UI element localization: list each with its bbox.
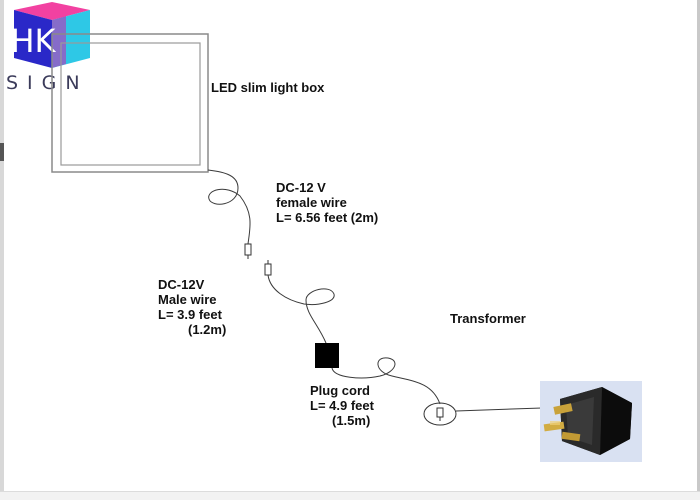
transformer-box xyxy=(315,343,339,368)
label-male-wire-line1: DC-12V xyxy=(158,277,205,292)
label-female-wire-line1: DC-12 V xyxy=(276,180,326,195)
label-transformer: Transformer xyxy=(450,311,526,326)
plug-cord xyxy=(331,357,441,405)
female-connector xyxy=(244,243,252,259)
male-connector xyxy=(264,260,272,276)
label-plug-cord-line3: (1.5m) xyxy=(332,413,371,428)
label-plug-cord-line2: L= 4.9 feet xyxy=(310,398,374,413)
label-male-wire-line4: (1.2m) xyxy=(188,322,227,337)
bottom-border xyxy=(0,491,700,500)
label-male-wire-line3: L= 3.9 feet xyxy=(158,307,222,322)
label-female-wire: DC-12 V female wire L= 6.56 feet (2m) xyxy=(276,180,378,225)
label-plug-cord: Plug cord L= 4.9 feet (1.5m) xyxy=(310,383,374,428)
logo-letter-h: HK xyxy=(10,22,56,60)
label-light-box: LED slim light box xyxy=(211,80,325,95)
label-male-wire-line2: Male wire xyxy=(158,292,217,307)
right-border xyxy=(697,0,700,500)
plug-lead xyxy=(455,407,543,412)
left-border xyxy=(0,0,4,500)
label-female-wire-line3: L= 6.56 feet (2m) xyxy=(276,210,379,225)
light-box xyxy=(51,33,209,173)
uk-plug-image xyxy=(540,381,642,462)
left-border-mark xyxy=(0,143,4,161)
male-wire xyxy=(267,274,335,344)
label-plug-cord-line1: Plug cord xyxy=(310,383,370,398)
female-wire xyxy=(207,169,251,245)
plug-symbol xyxy=(423,402,457,426)
label-male-wire: DC-12V Male wire L= 3.9 feet (1.2m) xyxy=(158,277,226,337)
label-female-wire-line2: female wire xyxy=(276,195,347,210)
